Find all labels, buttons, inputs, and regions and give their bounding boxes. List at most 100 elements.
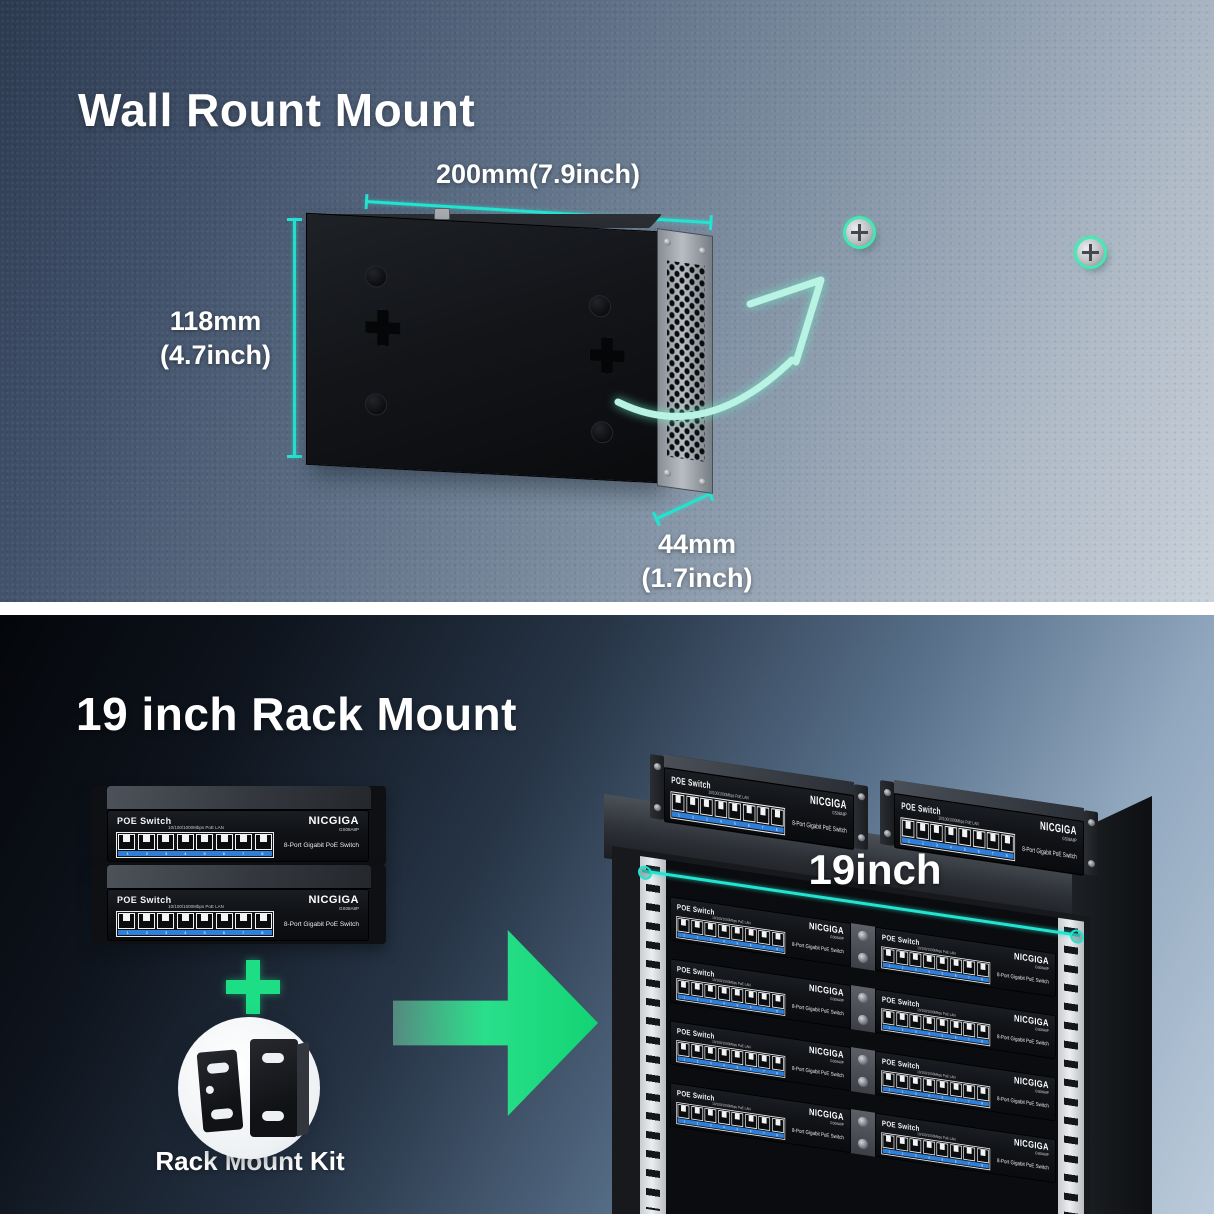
- port-number: 6: [954, 1159, 957, 1164]
- rack-mount-kit-badge: [178, 1017, 320, 1159]
- rj45-port-icon: [977, 1148, 989, 1164]
- rj45-port-icon: [745, 927, 757, 944]
- rj45-port-icon: [686, 795, 699, 815]
- port-number: 7: [968, 1037, 970, 1042]
- port-number: 1: [678, 812, 680, 818]
- rj45-port-icon: [757, 806, 770, 825]
- port-number: 6: [954, 1097, 957, 1102]
- rj45-port-icon: [137, 913, 155, 929]
- keyhole-mount-slot-icon: [365, 309, 401, 347]
- port-number: 4: [928, 969, 930, 974]
- center-joiner: [851, 985, 875, 1033]
- switch-description: 8-Port Gigabit PoE Switch: [283, 921, 359, 928]
- rj45-port-icon: [254, 834, 272, 850]
- screw-icon: [1088, 859, 1095, 868]
- rack-ear-bracket: [880, 779, 894, 847]
- port-number: 1: [683, 995, 685, 1000]
- brand-block: NICGIGA GS08A8P: [308, 816, 359, 833]
- rj45-port-icon: [671, 793, 685, 813]
- rj45-port-icon: [745, 989, 757, 1006]
- case-screw-icon: [699, 477, 706, 486]
- port-number: 7: [763, 1006, 765, 1012]
- rack-ear-bracket: [650, 754, 664, 821]
- height-dimension-line: [287, 218, 302, 458]
- rj45-port-icon: [950, 1020, 962, 1036]
- rj45-port-icon: [758, 1053, 771, 1070]
- brand-block: NICGIGA GS08A8P: [1014, 1013, 1049, 1033]
- switch-description: 8-Port Gigabit PoE Switch: [997, 1033, 1049, 1048]
- rj45-port-icon: [930, 823, 943, 843]
- switch-panel-label: POE Switch: [117, 895, 172, 905]
- screw-icon: [858, 952, 868, 964]
- port-number: 2: [901, 1151, 904, 1156]
- rj45-port-icon: [704, 1045, 717, 1062]
- screw-icon: [884, 829, 891, 838]
- rj45-port-icon: [896, 1012, 908, 1028]
- port-number: 7: [991, 850, 994, 857]
- port-number: 1: [908, 838, 910, 844]
- depth-label-mm: 44mm: [657, 529, 737, 559]
- rj45-port-icon: [977, 1024, 989, 1040]
- port-number: 8: [981, 1163, 983, 1168]
- rj45-port-icon: [235, 834, 253, 850]
- rj45-port-icon: [963, 1146, 976, 1162]
- switch-description: 8-Port Gigabit PoE Switch: [792, 941, 844, 956]
- rj45-port-icon: [901, 819, 915, 839]
- rj45-port-icon: [704, 921, 717, 938]
- switch-description: 8-Port Gigabit PoE Switch: [997, 971, 1049, 986]
- wall-screw-icon: [846, 219, 873, 246]
- rj45-port-icon: [714, 799, 727, 819]
- rj45-port-icon: [704, 1107, 717, 1124]
- port-number: 4: [723, 1000, 725, 1006]
- rj45-port-icon: [923, 1016, 935, 1032]
- rj45-port-icon: [745, 1051, 757, 1068]
- rj45-port-icon: [691, 919, 703, 936]
- port-number: 6: [222, 930, 225, 935]
- brand-block: NICGIGA GS08A8P: [809, 921, 844, 941]
- port-number: 5: [941, 971, 944, 976]
- rj45-port-icon: [718, 985, 730, 1002]
- rj45-port-icon: [758, 929, 771, 946]
- port-number: 4: [720, 818, 722, 824]
- rj45-port-icon: [882, 1134, 895, 1150]
- case-screw-icon: [664, 238, 671, 247]
- port-number: 2: [901, 965, 904, 970]
- brand-block: NICGIGA GS08A8P: [809, 983, 844, 1003]
- port-number: 5: [736, 1002, 739, 1008]
- switch-description: 8-Port Gigabit PoE Switch: [792, 819, 847, 835]
- port-number: 4: [928, 1031, 930, 1036]
- rj45-port-icon: [157, 913, 175, 929]
- rj45-port-icon: [963, 960, 976, 976]
- foot-recess: [365, 392, 387, 417]
- screw-icon: [654, 762, 661, 771]
- ports-caption: 10/100/1000Mbps PoE LAN: [168, 904, 224, 909]
- port-number: 1: [126, 930, 129, 935]
- rack-ear-bracket: [854, 784, 868, 851]
- port-number: 1: [888, 963, 890, 968]
- rj45-port-icon: [936, 1142, 949, 1158]
- port-number: 7: [968, 1099, 970, 1104]
- rack-ear-bracket: [1084, 810, 1098, 877]
- switch-panel-label: POE Switch: [117, 816, 172, 826]
- switch-description: 8-Port Gigabit PoE Switch: [792, 1065, 844, 1080]
- port-number: 1: [683, 1057, 685, 1062]
- rail-slots: [646, 864, 660, 1211]
- brand-block: NICGIGA GS08A8P: [1014, 951, 1049, 971]
- rj45-port-icon: [771, 808, 784, 827]
- rj45-port-icon: [936, 1018, 949, 1034]
- rj45-port-icon: [742, 803, 756, 823]
- rj45-port-icon: [923, 954, 935, 970]
- rj45-port-icon: [923, 1140, 935, 1156]
- port-number: 5: [733, 820, 736, 826]
- rj45-port-row: [118, 913, 272, 929]
- rj45-port-icon: [137, 834, 155, 850]
- wall-mount-section: Wall Rount Mount 200mm(7.9inch) 118mm (4…: [0, 0, 1214, 603]
